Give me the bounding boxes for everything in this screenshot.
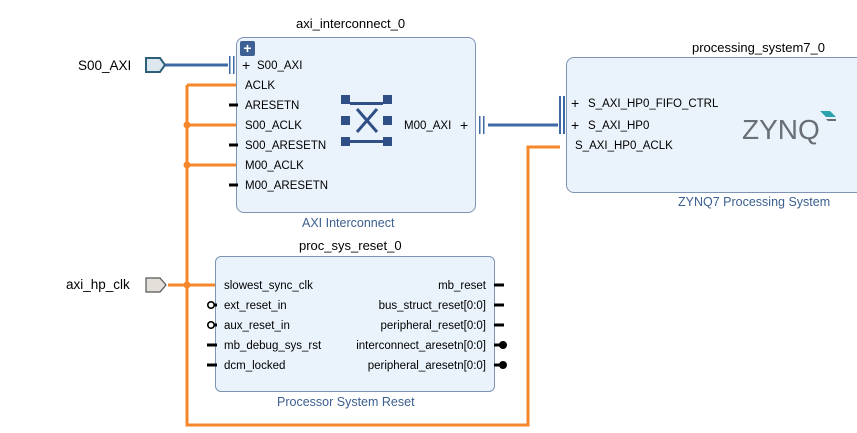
pin-bus-struct-reset[interactable]: bus_struct_reset[0:0]: [378, 300, 486, 312]
axi-interconnect-instance-name: axi_interconnect_0: [296, 16, 406, 31]
pin-ext-reset-in[interactable]: ext_reset_in: [224, 300, 287, 312]
pin-peripheral-reset[interactable]: peripheral_reset[0:0]: [380, 320, 486, 332]
s00-axi-port-label: S00_AXI: [78, 58, 132, 73]
pin-interconnect-aresetn[interactable]: interconnect_aresetn[0:0]: [356, 340, 486, 352]
pin-aclk[interactable]: ACLK: [245, 80, 276, 92]
clock-net-wires[interactable]: [168, 83, 560, 427]
processing-system-block[interactable]: + S_AXI_HP0_FIFO_CTRL + S_AXI_HP0 S_AXI_…: [566, 57, 857, 193]
s00-axi-bus-marker-icon: [229, 56, 235, 74]
processing-system-type-name: ZYNQ7 Processing System: [678, 195, 831, 209]
pin-peripheral-aresetn[interactable]: peripheral_aresetn[0:0]: [367, 360, 486, 372]
expand-block-button[interactable]: +: [240, 41, 255, 56]
pin-aux-reset-in[interactable]: aux_reset_in: [224, 320, 290, 332]
clock-net-junctions: [183, 121, 191, 289]
bus-expand-plus-icon[interactable]: +: [460, 117, 469, 133]
pin-m00-axi[interactable]: M00_AXI: [404, 120, 452, 132]
bus-expand-plus-icon[interactable]: +: [571, 117, 580, 133]
pin-m00-aresetn[interactable]: M00_ARESETN: [245, 180, 329, 192]
pin-s-axi-hp0-aclk[interactable]: S_AXI_HP0_ACLK: [575, 140, 673, 152]
processing-system-instance-name: processing_system7_0: [692, 40, 825, 55]
axi-interconnect-type-name: AXI Interconnect: [302, 216, 395, 230]
m00-axi-bus-marker-icon: [479, 116, 485, 134]
bus-expand-plus-icon[interactable]: +: [571, 95, 580, 111]
axi-hp-clk-port-icon[interactable]: [145, 277, 167, 293]
pin-aresetn[interactable]: ARESETN: [245, 100, 300, 112]
pin-s00-aclk[interactable]: S00_ACLK: [245, 120, 302, 132]
proc-sys-reset-instance-name: proc_sys_reset_0: [299, 238, 402, 253]
proc-sys-reset-block[interactable]: slowest_sync_clk ext_reset_in aux_reset_…: [215, 256, 495, 392]
pin-m00-aclk[interactable]: M00_ACLK: [245, 160, 304, 172]
pin-mb-debug-sys-rst[interactable]: mb_debug_sys_rst: [224, 340, 322, 352]
bus-expand-plus-icon[interactable]: +: [242, 57, 251, 73]
pin-dcm-locked[interactable]: dcm_locked: [224, 360, 286, 372]
s00-axi-port-icon[interactable]: [145, 57, 167, 73]
pin-mb-reset[interactable]: mb_reset: [438, 280, 486, 292]
axi-bus-wires[interactable]: [165, 63, 558, 127]
pin-s00-axi[interactable]: S00_AXI: [257, 60, 303, 72]
proc-sys-reset-type-name: Processor System Reset: [277, 395, 415, 409]
axi-interconnect-block[interactable]: + + S00_AXI ACLK ARESETN S00_ACLK S00_AR…: [236, 37, 476, 213]
pin-s00-aresetn[interactable]: S00_ARESETN: [245, 140, 327, 152]
zynq-logo-mark-icon: [820, 111, 836, 121]
hp0-bus-marker-icon: [559, 96, 565, 134]
pin-slowest-sync-clk[interactable]: slowest_sync_clk: [224, 280, 313, 292]
pin-s-axi-hp0[interactable]: S_AXI_HP0: [588, 120, 650, 132]
zynq-logo: ZYNQ: [742, 114, 820, 145]
crossbar-icon: [341, 95, 392, 146]
axi-hp-clk-port-label: axi_hp_clk: [66, 277, 130, 292]
pin-s-axi-hp0-fifo-ctrl[interactable]: S_AXI_HP0_FIFO_CTRL: [588, 98, 719, 110]
